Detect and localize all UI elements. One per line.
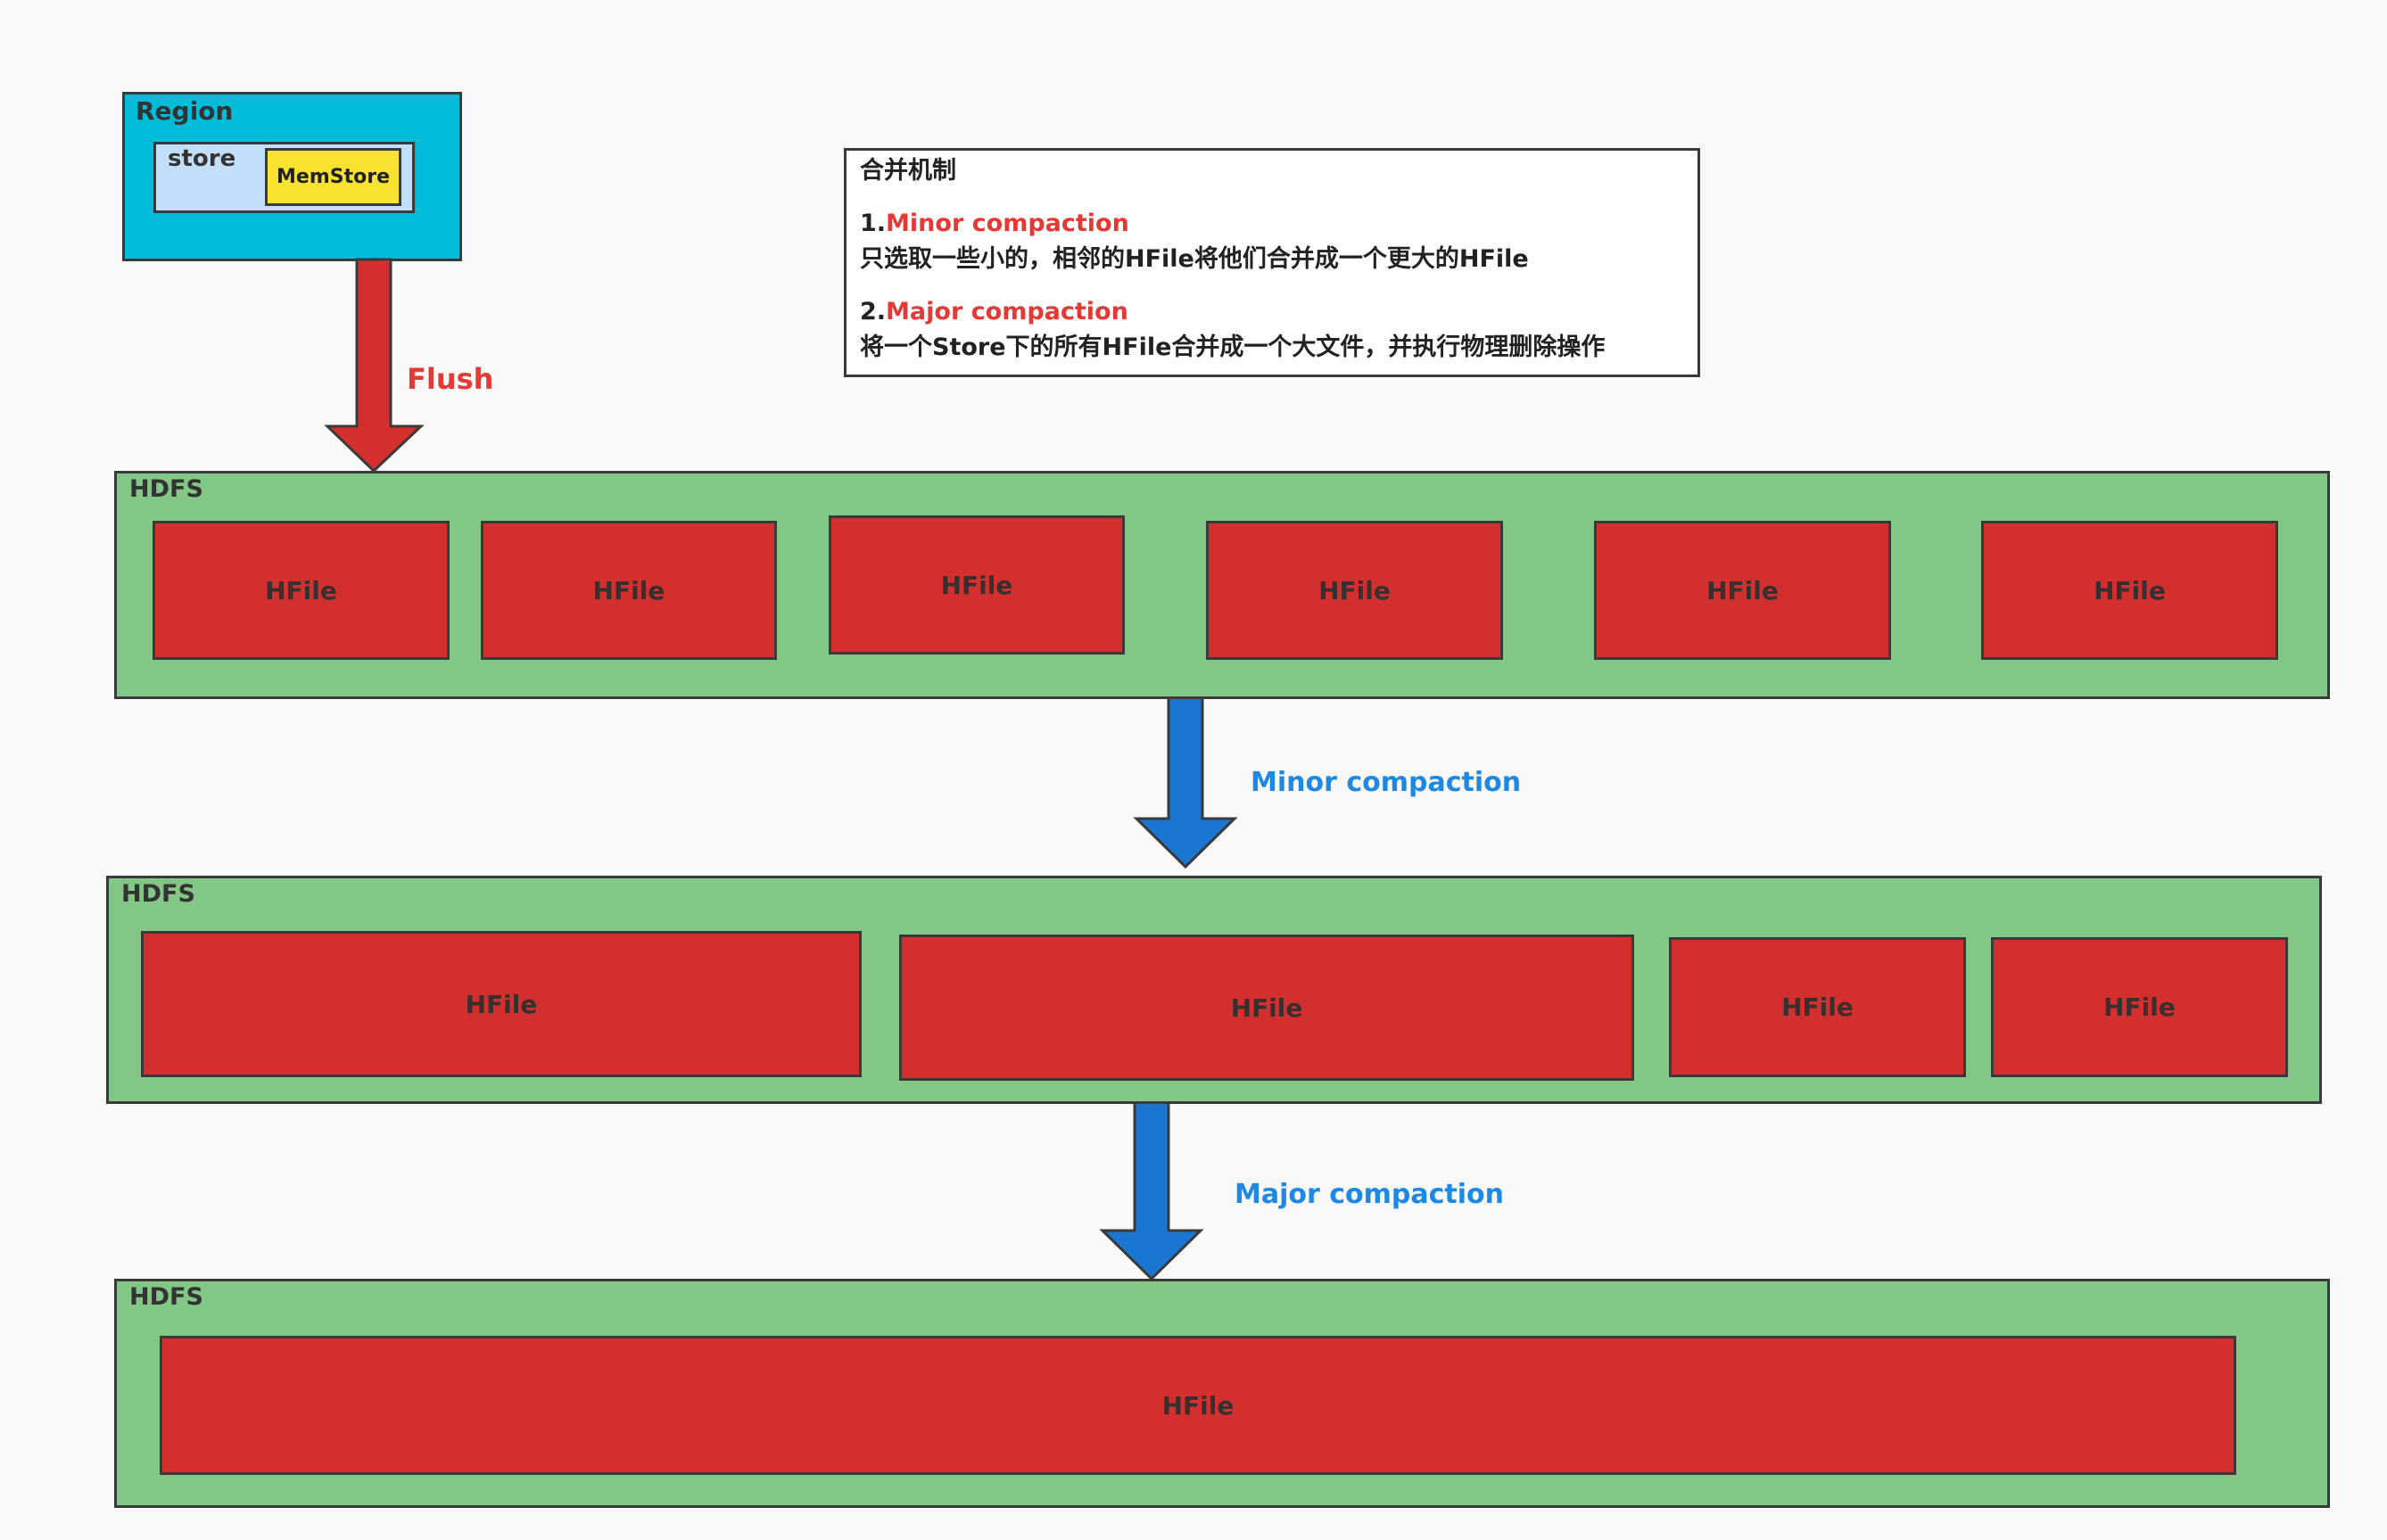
hfile-label: HFile <box>2103 992 2176 1022</box>
hdfs-bottom-label: HDFS <box>129 1283 203 1311</box>
hfile-block: HFile <box>1981 521 2278 660</box>
hfile-block: HFile <box>829 515 1125 655</box>
minor-compaction-label: Minor compaction <box>1251 767 1522 798</box>
hfile-label: HFile <box>1318 575 1391 605</box>
hfile-label: HFile <box>2094 575 2166 605</box>
hfile-block: HFile <box>899 935 1634 1081</box>
hfile-label: HFile <box>940 570 1013 600</box>
note-major-prefix: 2. <box>860 298 887 325</box>
compaction-note-box <box>844 148 1700 377</box>
hdfs-top-label: HDFS <box>129 475 203 503</box>
hfile-block: HFile <box>1669 937 1966 1077</box>
memstore-box: MemStore <box>265 148 401 206</box>
hfile-block: HFile <box>153 521 450 660</box>
note-major-name: Major compaction <box>886 298 1128 325</box>
hfile-label: HFile <box>265 575 337 605</box>
hfile-block: HFile <box>1594 521 1891 660</box>
hfile-label: HFile <box>465 989 538 1019</box>
region-label: Region <box>136 96 234 126</box>
hfile-label: HFile <box>592 575 665 605</box>
hfile-label: HFile <box>1161 1390 1235 1421</box>
hfile-block: HFile <box>1991 937 2288 1077</box>
note-major-heading: 2.Major compaction <box>860 298 1128 325</box>
store-label: store <box>168 145 236 172</box>
note-minor-desc: 只选取一些小的，相邻的HFile将他们合并成一个更大的HFile <box>860 245 1529 273</box>
major-compaction-arrow <box>1099 1100 1204 1281</box>
hfile-label: HFile <box>1781 992 1854 1022</box>
note-minor-prefix: 1. <box>860 210 887 237</box>
flush-arrow <box>324 258 425 474</box>
hfile-label: HFile <box>1230 992 1303 1023</box>
hfile-block: HFile <box>160 1336 2236 1475</box>
minor-compaction-arrow <box>1133 690 1238 869</box>
note-title: 合并机制 <box>860 157 956 185</box>
hfile-block: HFile <box>141 931 862 1077</box>
note-minor-heading: 1.Minor compaction <box>860 210 1129 237</box>
hfile-block: HFile <box>1206 521 1503 660</box>
hdfs-mid-label: HDFS <box>121 880 195 908</box>
hfile-block: HFile <box>481 521 777 660</box>
note-minor-name: Minor compaction <box>886 210 1129 237</box>
memstore-label: MemStore <box>277 166 390 188</box>
flush-label: Flush <box>407 362 494 396</box>
major-compaction-label: Major compaction <box>1235 1179 1504 1210</box>
hfile-label: HFile <box>1706 575 1779 605</box>
note-major-desc: 将一个Store下的所有HFile合并成一个大文件，并执行物理删除操作 <box>860 334 1606 361</box>
